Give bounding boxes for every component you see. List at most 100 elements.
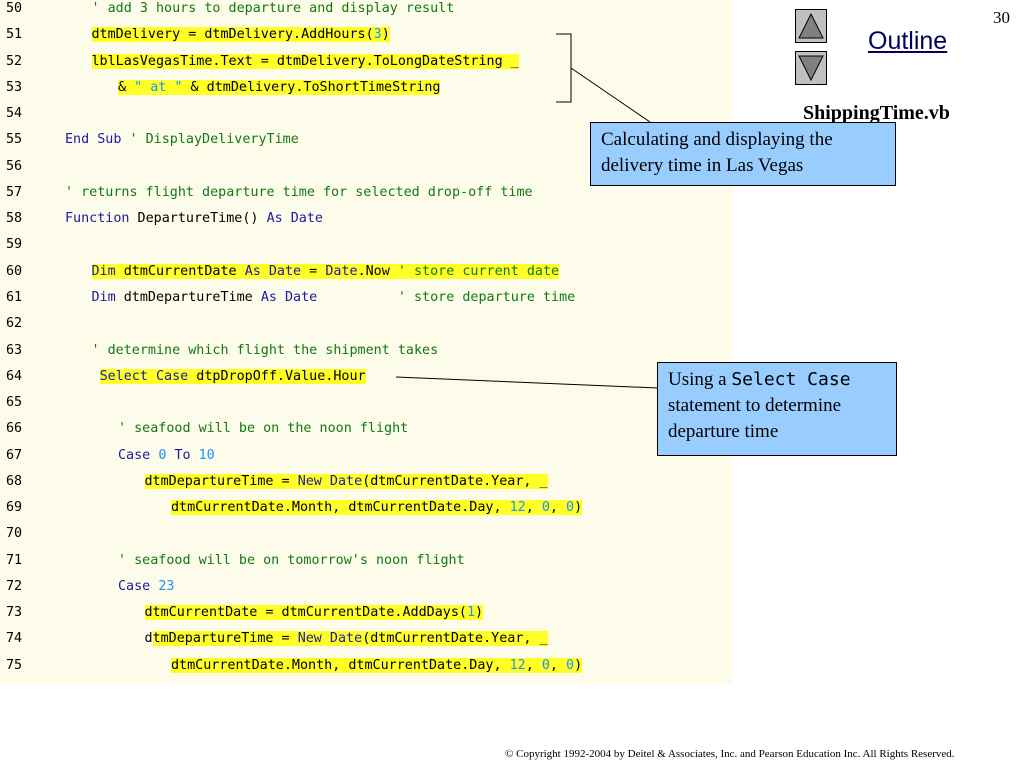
code-text: Case 23 (118, 574, 174, 600)
code-text: dtmDelivery = dtmDelivery.AddHours(3) (91, 22, 390, 48)
code-token: ' store departure time (397, 289, 576, 305)
line-number: 52 (6, 53, 23, 69)
code-line: 63' determine which flight the shipment … (0, 338, 732, 364)
delivery-callout: Calculating and displaying the delivery … (590, 122, 896, 186)
line-number: 50 (6, 1, 23, 16)
code-token: 0 (566, 500, 575, 516)
code-token: ' seafood will be on tomorrow's noon fli… (118, 552, 465, 568)
select-case-callout-line2: statement to determine (668, 395, 842, 416)
code-line: 54 (0, 101, 732, 127)
line-number: 53 (6, 79, 23, 95)
code-token: ' DisplayDeliveryTime (121, 132, 299, 148)
line-number: 63 (6, 342, 23, 358)
line-number: 74 (6, 631, 23, 647)
code-line: 64 Select Case dtpDropOff.Value.Hour (0, 364, 732, 390)
code-text: ' seafood will be on the noon flight (118, 416, 408, 442)
outline-link[interactable]: Outline (868, 27, 948, 55)
code-text: dtmDepartureTime = New Date(dtmCurrentDa… (144, 469, 548, 495)
code-token: End Sub (65, 132, 122, 148)
down-triangle-icon (798, 55, 824, 82)
code-token: dtmCurrentDate (115, 263, 245, 279)
line-number: 75 (6, 657, 23, 673)
code-token: dtmDelivery = dtmDelivery.AddHours( (91, 27, 374, 43)
line-number: 69 (6, 500, 23, 516)
code-token: , (549, 657, 567, 673)
select-case-callout-prefix: Using a (668, 369, 732, 390)
code-token: , (525, 657, 542, 673)
code-text: dtmCurrentDate.Month, dtmCurrentDate.Day… (171, 653, 583, 679)
line-number: 57 (6, 184, 23, 200)
code-line: 70 (0, 521, 732, 547)
code-token (191, 448, 199, 463)
code-token: (dtmCurrentDate.Year, _ (362, 473, 548, 489)
code-token: & (118, 79, 135, 95)
code-text: dtmCurrentDate = dtmCurrentDate.AddDays(… (144, 600, 484, 626)
code-token: New Date (297, 631, 363, 647)
code-token: d (144, 631, 153, 647)
code-line: 73 dtmCurrentDate = dtmCurrentDate.AddDay… (0, 600, 732, 626)
code-token: 23 (158, 578, 175, 594)
code-token: ) (574, 657, 583, 673)
line-number: 54 (6, 106, 23, 122)
code-text: lblLasVegasTime.Text = dtmDelivery.ToLon… (91, 49, 519, 75)
line-number: 59 (6, 237, 23, 253)
code-line: 52 lblLasVegasTime.Text = dtmDelivery.ToL… (0, 49, 732, 75)
code-token (92, 369, 100, 384)
code-line: 56 (0, 154, 732, 180)
code-token: ) (381, 27, 390, 43)
code-token: 0 (541, 657, 550, 673)
code-token: ) (475, 605, 484, 621)
code-text: Dim dtmCurrentDate As Date = Date.Now ' … (91, 259, 560, 285)
code-text: ' seafood will be on tomorrow's noon fli… (118, 548, 465, 574)
code-token: dtmCurrentDate = dtmCurrentDate.AddDays( (144, 605, 467, 621)
code-text: End Sub ' DisplayDeliveryTime (65, 127, 299, 153)
code-text: Function DepartureTime() As Date (65, 206, 323, 232)
line-number: 51 (6, 27, 23, 43)
code-token: .Now (357, 263, 398, 279)
code-token: lblLasVegasTime.Text = dtmDelivery.ToLon… (91, 53, 519, 69)
code-token: dtmDepartureTime (115, 289, 261, 305)
select-case-callout-code: Select Case (731, 369, 851, 390)
code-line: 69 dtmCurrentDate.Month, dtmCurrentDate.D… (0, 495, 732, 521)
code-token: , (525, 500, 542, 516)
code-token: Dim (91, 289, 116, 305)
code-token: 12 (509, 500, 526, 516)
delivery-callout-line2: delivery time in Las Vegas (601, 155, 804, 176)
line-number: 56 (6, 158, 23, 174)
code-token: 1 (466, 605, 476, 621)
code-token: As Date (244, 263, 302, 279)
code-token: dtpDropOff.Value.Hour (188, 368, 366, 384)
code-token: As Date (266, 211, 323, 227)
code-token: Case (118, 578, 151, 594)
line-number: 70 (6, 526, 23, 542)
code-line: 60 Dim dtmCurrentDate As Date = Date.Now … (0, 259, 732, 285)
next-slide-button[interactable] (795, 51, 827, 85)
line-number: 60 (6, 263, 23, 279)
code-token: 0 (566, 657, 575, 673)
code-token: ' seafood will be on the noon flight (118, 421, 409, 437)
code-line: 74 dtmDepartureTime = New Date(dtmCurrent… (0, 626, 732, 652)
code-token: Select Case (99, 368, 189, 384)
up-triangle-icon (798, 12, 824, 39)
code-listing: 50 ' add 3 hours to departure and display… (0, 0, 732, 684)
code-token: Date (325, 263, 358, 279)
copyright-notice: © Copyright 1992-2004 by Deitel & Associ… (505, 748, 955, 760)
code-token: ' add 3 hours to departure and display r… (91, 1, 455, 16)
line-number: 66 (6, 421, 23, 437)
code-token: dtmCurrentDate.Month, dtmCurrentDate.Day… (171, 500, 510, 516)
file-name-label: ShippingTime.vb (803, 102, 950, 124)
line-number: 73 (6, 605, 23, 621)
select-case-callout-line3: departure time (668, 421, 779, 442)
code-line: 59 (0, 232, 732, 258)
code-token: dtmCurrentDate.Month, dtmCurrentDate.Day… (171, 657, 510, 673)
previous-slide-button[interactable] (795, 9, 827, 43)
code-text: dtmDepartureTime = New Date(dtmCurrentDa… (145, 626, 548, 652)
code-token: dtmDepartureTime = (144, 473, 298, 489)
code-line: 75 dtmCurrentDate.Month, dtmCurrentDate.D… (0, 653, 732, 679)
select-case-callout-line1: Using a Select Case (668, 367, 886, 393)
line-number: 68 (6, 473, 23, 489)
code-line: 62 (0, 311, 732, 337)
